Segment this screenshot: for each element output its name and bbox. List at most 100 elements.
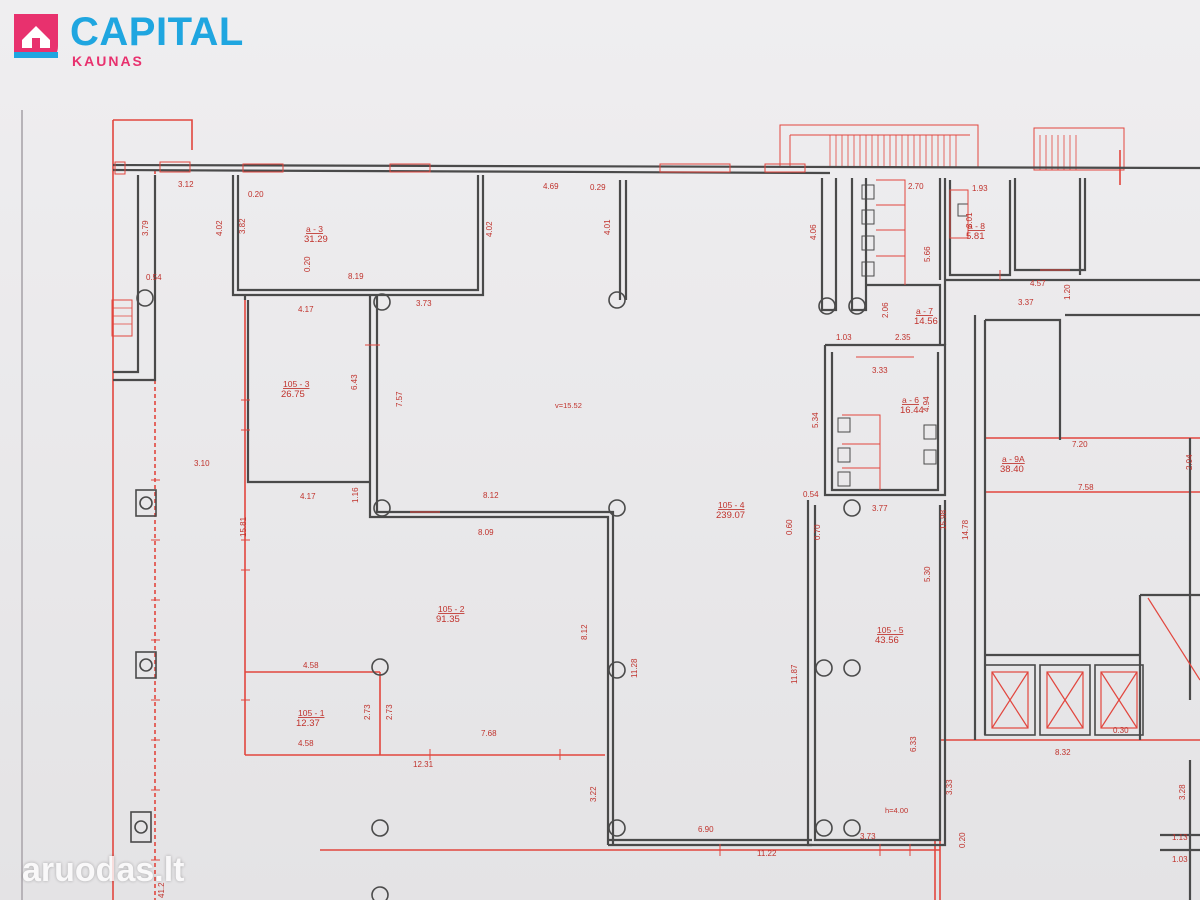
room-area: 43.56 — [875, 635, 899, 646]
room-area: 239.07 — [716, 510, 745, 521]
dimension-label: 4.17 — [298, 305, 314, 314]
dimension-label: 4.69 — [543, 182, 559, 191]
sanitary-fixtures — [837, 184, 969, 487]
dimension-label: 4.02 — [215, 220, 224, 236]
room-area: 16.44 — [900, 405, 924, 416]
dimension-label: 5.30 — [923, 566, 932, 582]
columns — [130, 289, 866, 900]
dimension-label: 0.60 — [785, 519, 794, 535]
dimension-label: 0.20 — [958, 832, 967, 848]
room-area: 26.75 — [281, 389, 305, 400]
dimension-label: 3.82 — [238, 218, 247, 234]
dimension-label: 11.22 — [757, 849, 777, 858]
dimension-label: 8.32 — [1055, 748, 1071, 757]
room-code: a - 7 — [916, 306, 933, 316]
brand-city: KAUNAS — [72, 53, 144, 69]
room-area: 31.29 — [304, 234, 328, 245]
dimension-label: 4.58 — [303, 661, 319, 670]
room-code: 105 - 4 — [718, 500, 745, 510]
elevator-cabins — [991, 597, 1200, 729]
dimension-label: 2.35 — [895, 333, 911, 342]
dimension-label: 2.73 — [363, 704, 372, 720]
room-code: a - 8 — [968, 221, 985, 231]
dimension-label: 41.2 — [157, 882, 166, 898]
dimension-label: 3.10 — [194, 459, 210, 468]
height-note: h=4.00 — [885, 806, 908, 815]
dimension-label: 0.54 — [803, 490, 819, 499]
dimension-label: 8.12 — [580, 624, 589, 640]
dimension-label: 4.06 — [809, 224, 818, 240]
dimension-label: 7.68 — [481, 729, 497, 738]
dimension-label: 2.73 — [385, 704, 394, 720]
dimension-label: 4.57 — [1030, 279, 1046, 288]
dimension-label: 3.22 — [589, 786, 598, 802]
dimension-label: 4.58 — [298, 739, 314, 748]
dimension-label: 15.98 — [939, 509, 948, 530]
dimension-label: 1.20 — [1063, 284, 1072, 300]
dimension-label: 3.73 — [860, 832, 876, 841]
dimension-label: 8.12 — [483, 491, 499, 500]
dimension-label: 1.03 — [836, 333, 852, 342]
room-area: 5.81 — [966, 231, 985, 242]
dimension-label: 15.81 — [239, 516, 248, 537]
dimension-label: 1.16 — [351, 487, 360, 503]
dimension-label: 0.20 — [248, 190, 264, 199]
dimension-label: 0.30 — [1113, 726, 1129, 735]
dimension-label: 3.79 — [141, 220, 150, 236]
dimension-label: 8.19 — [348, 272, 364, 281]
stair-treads — [112, 135, 1077, 325]
dimension-label: 3.73 — [416, 299, 432, 308]
room-code: 105 - 3 — [283, 379, 310, 389]
dimension-label: 2.70 — [908, 182, 924, 191]
house-logo-icon — [14, 14, 58, 58]
dimension-label: 6.90 — [698, 825, 714, 834]
room-code: a - 3 — [306, 224, 323, 234]
dimension-label: 11.87 — [790, 664, 799, 684]
dimension-label: 4.17 — [300, 492, 316, 501]
dimension-label: 7.58 — [1078, 483, 1094, 492]
dimension-label: 1.13 — [1172, 833, 1188, 842]
dimension-label: 12.31 — [413, 760, 434, 769]
dimension-label: 1.93 — [972, 184, 988, 193]
dimension-label: 3.33 — [872, 366, 888, 375]
dimension-label: 4.02 — [485, 221, 494, 237]
dimension-label: 0.29 — [590, 183, 606, 192]
room-area: 14.56 — [914, 316, 938, 327]
room-code: 105 - 2 — [438, 604, 465, 614]
dimension-label: 3.01 — [965, 212, 974, 228]
room-code: a - 9A — [1002, 454, 1025, 464]
dimension-label: 7.20 — [1072, 440, 1088, 449]
ceiling-height-note: v=15.52 — [555, 401, 582, 410]
dimension-label: 8.09 — [478, 528, 494, 537]
room-code: 105 - 1 — [298, 708, 325, 718]
dimension-ticks — [151, 269, 1070, 861]
dimension-label: 6.33 — [909, 736, 918, 752]
dimension-label: 5.66 — [923, 246, 932, 262]
dimension-label: 4.01 — [603, 219, 612, 235]
room-area: 12.37 — [296, 718, 320, 729]
dimension-label: 1.03 — [1172, 855, 1188, 864]
dimension-label: 4.94 — [922, 396, 931, 412]
watermark-text: aruodas.lt — [22, 851, 185, 889]
dimension-label: 0.70 — [813, 524, 822, 540]
room-code: 105 - 5 — [877, 625, 904, 635]
dimension-label: 3.37 — [1018, 298, 1034, 307]
dimension-label: 3.28 — [1178, 784, 1187, 800]
dimension-label: 3.33 — [945, 779, 954, 795]
room-code: a - 6 — [902, 395, 919, 405]
dimension-label: 3.12 — [178, 180, 194, 189]
dimension-label: 3.77 — [872, 504, 888, 513]
room-area: 91.35 — [436, 614, 460, 625]
dimension-label: 2.06 — [881, 302, 890, 318]
wc-cubicles — [842, 179, 1001, 490]
elevator-shafts — [984, 664, 1144, 736]
dimension-label: 0.54 — [146, 273, 162, 282]
room-area: 38.40 — [1000, 464, 1024, 475]
dimension-label: 2.04 — [1185, 454, 1194, 470]
dimension-label: 11.28 — [630, 658, 639, 678]
dimension-label: 0.20 — [303, 256, 312, 272]
dimension-label: 6.43 — [350, 374, 359, 390]
